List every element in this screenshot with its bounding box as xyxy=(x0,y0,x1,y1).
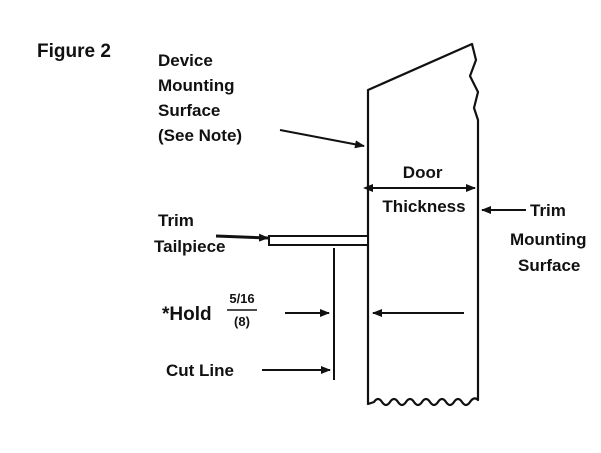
figure-title: Figure 2 xyxy=(37,41,111,62)
door-outline xyxy=(366,42,480,407)
trim-tailpiece-bar xyxy=(268,235,369,246)
hold-fraction-top: 5/16 xyxy=(229,291,254,306)
trim-tailpiece-label: Trim Tailpiece xyxy=(154,211,226,256)
device-mounting-surface-arrow xyxy=(279,129,365,149)
door-thickness-label: Door Thickness xyxy=(382,163,465,216)
device-mounting-surface-label: Device Mounting Surface (See Note) xyxy=(158,51,242,145)
hold-fraction-bottom: (8) xyxy=(234,314,250,329)
cut-line-label: Cut Line xyxy=(166,361,234,380)
trim-tailpiece-arrow xyxy=(215,233,269,242)
hold-label: *Hold xyxy=(162,304,212,325)
trim-mounting-surface-label: Trim Mounting Surface xyxy=(510,201,591,275)
